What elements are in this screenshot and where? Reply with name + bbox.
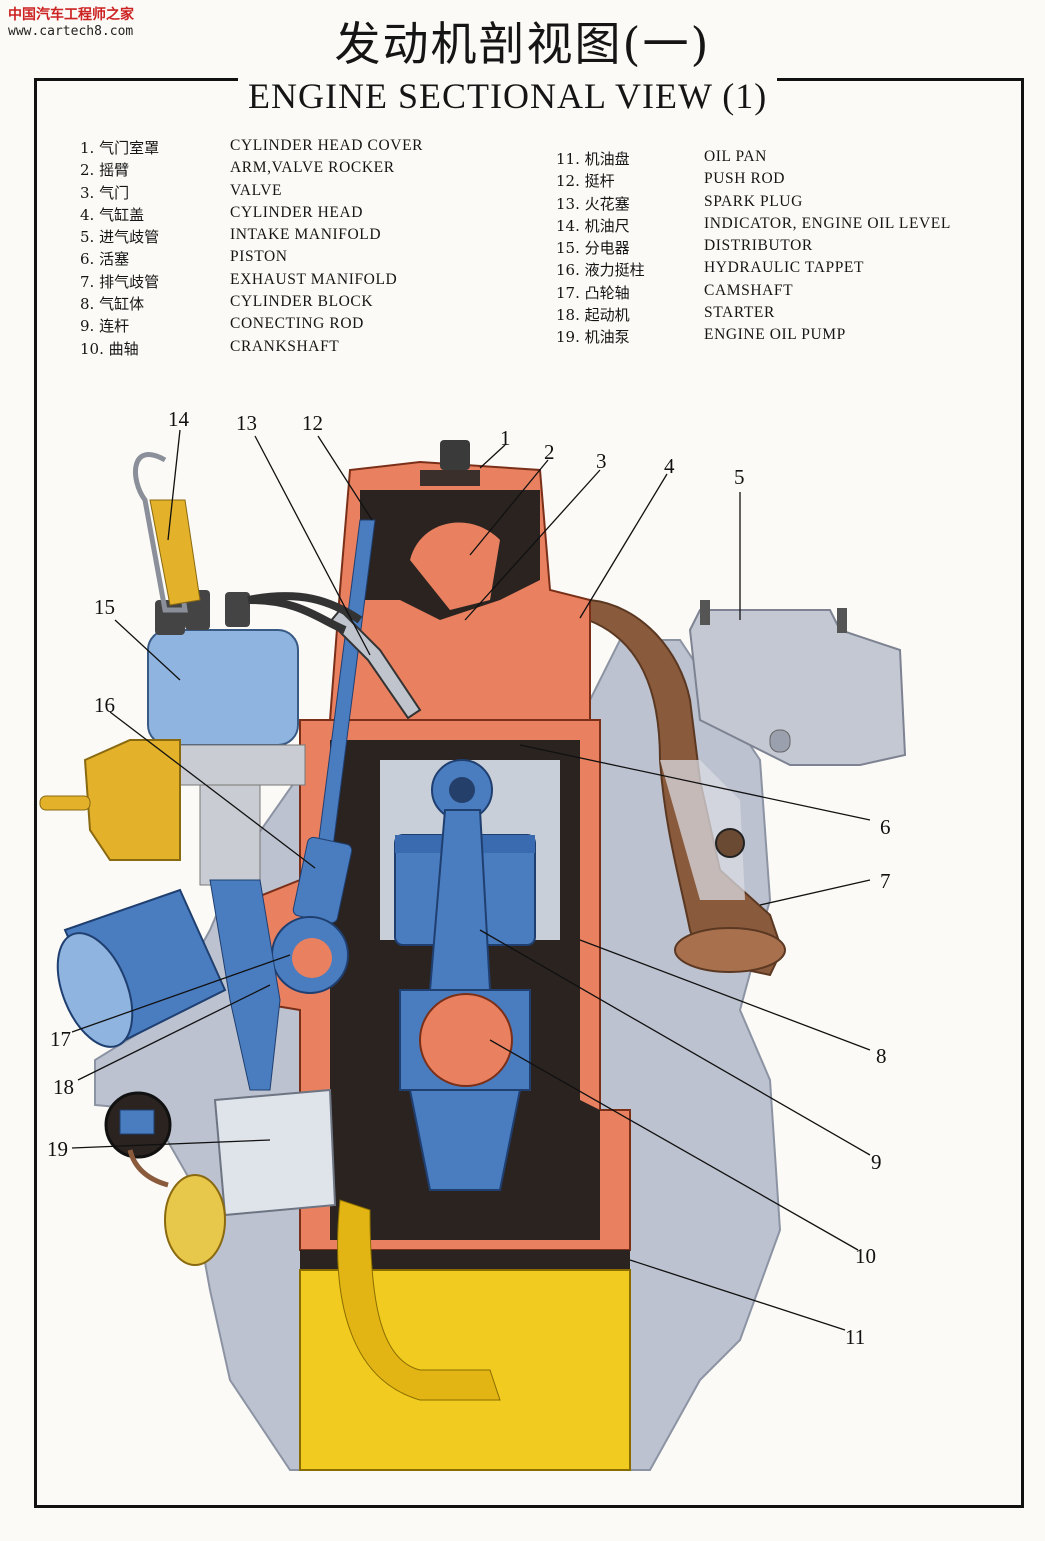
callout-11: 11 [845,1325,866,1349]
legend-item-cn: 15. 分电器 [556,239,630,258]
callout-3: 3 [596,449,607,473]
legend-item-cn: 7. 排气歧管 [80,272,160,291]
legend-item-cn: 8. 气缸体 [80,295,145,314]
legend-item-en: PUSH ROD [704,170,786,188]
callout-9: 9 [871,1150,882,1174]
legend-item-cn: 6. 活塞 [80,250,130,269]
leader-line-17 [71,954,291,1033]
legend-item-en: EXHAUST MANIFOLD [230,270,398,288]
legend-item-en: CAMSHAFT [704,281,794,299]
callout-2: 2 [544,440,555,464]
leader-line-14 [167,429,181,541]
legend-item-en: STARTER [704,304,775,322]
leader-line-18 [77,984,271,1081]
legend-item-en: CONECTING ROD [230,315,364,333]
legend-item-cn: 17. 凸轮轴 [556,283,630,302]
legend-item-cn: 19. 机油泵 [556,328,630,347]
legend-item-cn: 16. 液力挺柱 [556,261,645,280]
callout-12: 12 [302,411,323,435]
leader-line-12 [317,435,373,521]
legend-item-en: CYLINDER BLOCK [230,293,374,311]
callout-15: 15 [94,595,115,619]
callout-13: 13 [236,411,257,435]
legend-item-en: CRANKSHAFT [230,337,340,355]
legend-item-cn: 2. 摇臂 [80,161,130,180]
legend-item-cn: 18. 起动机 [556,306,630,325]
watermark-site-name: 中国汽车工程师之家 [8,7,134,23]
leader-line-2 [469,459,549,556]
legend-item-cn: 3. 气门 [80,183,130,202]
legend-item-en: ENGINE OIL PUMP [704,326,846,344]
leader-line-11 [629,1259,846,1331]
legend-item-cn: 11. 机油盘 [556,150,630,168]
legend-item-cn: 9. 连杆 [80,317,130,336]
leader-line-8 [579,939,871,1051]
legend-item-cn: 5. 进气歧管 [80,228,160,247]
exhaust-manifold [586,598,786,977]
callout-18: 18 [53,1075,74,1099]
intake-manifold [688,600,907,766]
oil-filter [56,888,227,1048]
legend-item-cn: 10. 曲轴 [80,339,139,358]
crankshaft [419,993,513,1087]
leader-line-1 [479,444,506,469]
legend-item-en: HYDRAULIC TAPPET [704,259,865,277]
leader-line-4 [579,473,668,619]
callout-6: 6 [880,815,891,839]
watermark-url: www.cartech8.com [8,24,134,39]
leader-line-16 [109,711,316,869]
legend-item-cn: 14. 机油尺 [556,216,630,235]
leader-line-13 [254,435,371,656]
legend-item-en: CYLINDER HEAD [230,203,364,221]
legend-item-en: CYLINDER HEAD COVER [230,137,424,154]
callout-8: 8 [876,1044,887,1068]
legend-item-en: DISTRIBUTOR [704,237,813,255]
camshaft [271,916,349,994]
oil-pump [213,1088,337,1217]
callout-10: 10 [855,1244,876,1268]
cylinder-head-section [328,440,591,721]
legend-item-en: ARM,VALVE ROCKER [230,159,395,177]
oil-pan [299,1199,631,1471]
leader-line-10 [489,1039,859,1251]
leader-lines [71,429,871,1331]
legend-item-en: OIL PAN [704,148,767,165]
callout-5: 5 [734,465,745,489]
leader-line-6 [519,744,871,821]
legend-item-en: SPARK PLUG [704,192,803,210]
leader-line-9 [479,929,871,1156]
legend-item-cn: 4. 气缸盖 [80,205,145,224]
callout-14: 14 [168,407,189,431]
leader-line-15 [114,619,181,681]
distributor [139,590,363,1091]
callout-1: 1 [500,426,511,450]
callout-19: 19 [47,1137,68,1161]
legend-item-en: INDICATOR, ENGINE OIL LEVEL [704,214,951,232]
callout-16: 16 [94,693,115,717]
title-chinese: 发动机剖视图(一) [334,17,711,71]
oil-dipstick [133,452,201,613]
title-english: ENGINE SECTIONAL VIEW (1) [238,74,778,118]
leader-line-3 [464,469,601,621]
legend-item-en: INTAKE MANIFOLD [230,226,382,244]
callout-4: 4 [664,454,675,478]
callout-7: 7 [880,869,891,893]
watermark: 中国汽车工程师之家 www.cartech8.com [8,6,134,40]
flywheel [164,1174,226,1266]
legend-item-cn: 12. 挺杆 [556,172,615,191]
legend-item-en: VALVE [230,181,283,199]
callout-17: 17 [50,1027,71,1051]
legend-item-en: PISTON [230,248,288,266]
leader-line-7 [759,879,871,906]
starter [104,1091,172,1188]
legend-item-cn: 1. 气门室罩 [80,139,160,157]
vacuum-advance-unit [39,739,181,861]
leader-line-19 [71,1139,271,1149]
legend-item-cn: 13. 火花塞 [556,194,630,213]
